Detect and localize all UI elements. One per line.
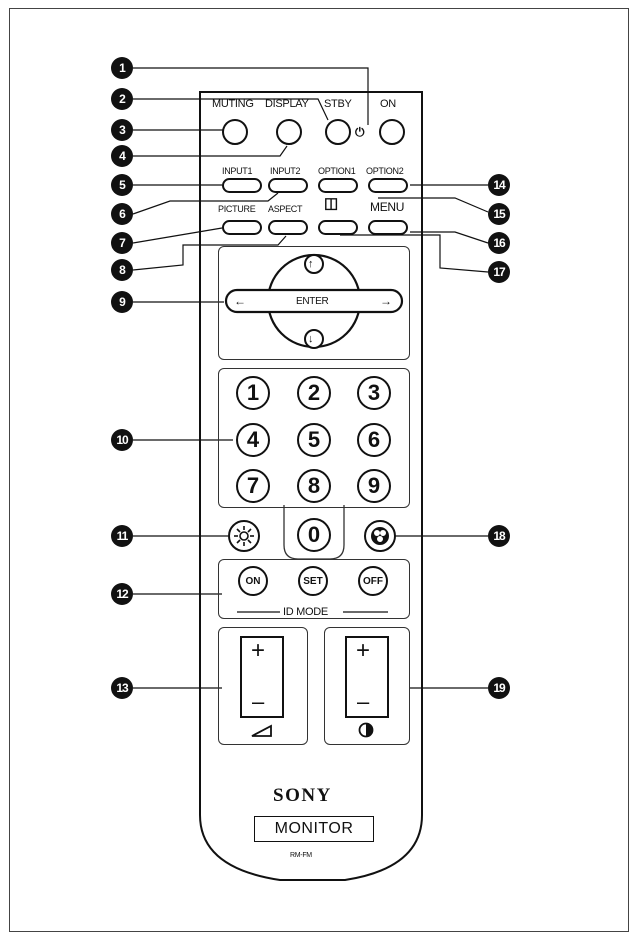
callout-13: 13	[111, 677, 133, 699]
numpad-panel	[218, 368, 410, 508]
id-set-button[interactable]: SET	[298, 566, 328, 596]
callout-2: 2	[111, 88, 133, 110]
number-button-2[interactable]: 2	[297, 376, 331, 410]
display-button[interactable]	[276, 119, 302, 145]
up-arrow-icon[interactable]: ↑	[308, 258, 314, 270]
enter-pad[interactable]	[218, 246, 410, 360]
aspect-label: ASPECT	[268, 204, 303, 214]
callout-6: 6	[111, 203, 133, 225]
number-button-9[interactable]: 9	[357, 469, 391, 503]
pip-icon: ◫	[324, 195, 338, 212]
volume-panel	[218, 627, 308, 745]
muting-label: MUTING	[212, 98, 254, 110]
input2-label: INPUT2	[270, 166, 301, 176]
callout-4: 4	[111, 145, 133, 167]
option1-label: OPTION1	[318, 166, 356, 176]
number-button-1[interactable]: 1	[236, 376, 270, 410]
on-button[interactable]	[379, 119, 405, 145]
number-button-0[interactable]: 0	[297, 518, 331, 552]
brightness-button[interactable]	[228, 520, 260, 552]
down-arrow-icon[interactable]: ↓	[308, 333, 314, 345]
callout-10: 10	[111, 429, 133, 451]
id-mode-label: ID MODE	[283, 606, 328, 618]
callout-16: 16	[488, 232, 510, 254]
number-button-3[interactable]: 3	[357, 376, 391, 410]
option2-button[interactable]	[368, 178, 408, 193]
contrast-icon	[358, 722, 374, 738]
picture-button[interactable]	[222, 220, 262, 235]
menu-button[interactable]	[368, 220, 408, 235]
menu-label: MENU	[370, 200, 405, 214]
callout-19: 19	[488, 677, 510, 699]
callout-18: 18	[488, 525, 510, 547]
contrast-panel	[324, 627, 410, 745]
callout-8: 8	[111, 259, 133, 281]
brand-logo: SONY	[273, 785, 332, 806]
input1-label: INPUT1	[222, 166, 253, 176]
id-mode-panel	[218, 559, 410, 619]
callout-3: 3	[111, 119, 133, 141]
callout-12: 12	[111, 583, 133, 605]
callout-11: 11	[111, 525, 133, 547]
left-arrow-icon[interactable]: ←	[234, 294, 246, 308]
callout-5: 5	[111, 174, 133, 196]
contrast-up-button[interactable]: +	[356, 637, 370, 664]
contrast-rocker[interactable]	[345, 636, 389, 718]
number-button-7[interactable]: 7	[236, 469, 270, 503]
number-button-4[interactable]: 4	[236, 423, 270, 457]
aspect-button[interactable]	[268, 220, 308, 235]
stby-label: STBY	[324, 98, 352, 110]
sun-icon	[234, 526, 254, 546]
model-plate: MONITOR	[254, 816, 374, 842]
option2-label: OPTION2	[366, 166, 404, 176]
callout-7: 7	[111, 232, 133, 254]
number-button-5[interactable]: 5	[297, 423, 331, 457]
standby-button[interactable]	[325, 119, 351, 145]
input1-button[interactable]	[222, 178, 262, 193]
pip-button[interactable]	[318, 220, 358, 235]
color-wheel-icon	[371, 527, 389, 545]
navigation-panel	[218, 246, 410, 360]
number-button-6[interactable]: 6	[357, 423, 391, 457]
callout-1: 1	[111, 57, 133, 79]
muting-button[interactable]	[222, 119, 248, 145]
callout-17: 17	[488, 261, 510, 283]
callout-14: 14	[488, 174, 510, 196]
picture-label: PICTURE	[218, 204, 256, 214]
number-button-8[interactable]: 8	[297, 469, 331, 503]
volume-down-button[interactable]: –	[252, 689, 264, 714]
display-label: DISPLAY	[265, 98, 309, 110]
power-icon: ⏻	[355, 125, 365, 139]
id-off-button[interactable]: OFF	[358, 566, 388, 596]
callout-9: 9	[111, 291, 133, 313]
volume-rocker[interactable]	[240, 636, 284, 718]
volume-up-button[interactable]: +	[251, 637, 265, 664]
on-label: ON	[380, 98, 396, 110]
id-on-button[interactable]: ON	[238, 566, 268, 596]
right-arrow-icon[interactable]: →	[380, 294, 392, 308]
remote-outline	[199, 91, 423, 881]
model-code: RM-FM	[290, 852, 312, 859]
callout-15: 15	[488, 203, 510, 225]
color-button[interactable]	[364, 520, 396, 552]
enter-label: ENTER	[296, 296, 329, 307]
option1-button[interactable]	[318, 178, 358, 193]
contrast-down-button[interactable]: –	[357, 689, 369, 714]
figure-frame	[9, 8, 629, 932]
volume-icon	[251, 724, 272, 737]
input2-button[interactable]	[268, 178, 308, 193]
